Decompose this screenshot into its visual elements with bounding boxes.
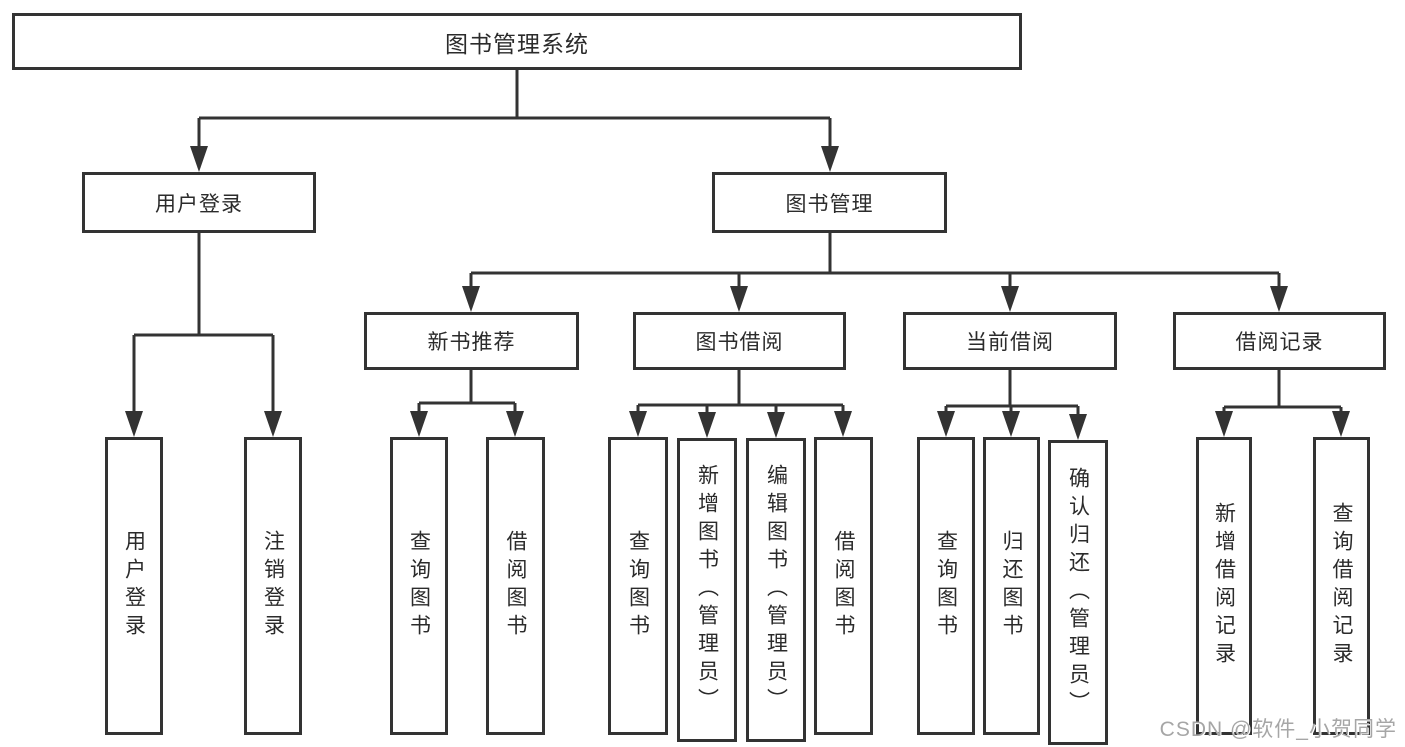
node-add-book-admin-label: 新增图书（管理员） [695,464,719,716]
node-user-login: 用户登录 [82,172,316,233]
node-query-borrow-record: 查询借阅记录 [1313,437,1370,735]
node-leaf-user-login: 用户登录 [105,437,163,735]
tree-branch-lines [132,70,1343,436]
node-query-borrow-record-label: 查询借阅记录 [1330,502,1353,670]
node-borrow-book: 借阅图书 [814,437,873,735]
node-rec-borrow-book-label: 借阅图书 [504,530,527,642]
node-return-book: 归还图书 [983,437,1040,735]
node-add-book-admin: 新增图书（管理员） [677,438,737,742]
node-borrowing-records-label: 借阅记录 [1235,331,1324,354]
node-leaf-logout-label: 注销登录 [261,530,285,642]
node-rec-query-book: 查询图书 [390,437,448,735]
node-return-book-label: 归还图书 [1000,530,1023,642]
node-library-system-label: 图书管理系统 [445,30,589,57]
node-leaf-user-login-label: 用户登录 [122,530,146,642]
node-new-book-recommend-label: 新书推荐 [427,331,516,354]
node-rec-borrow-book: 借阅图书 [486,437,545,735]
node-library-system: 图书管理系统 [12,13,1022,70]
node-book-borrowing-label: 图书借阅 [695,331,784,354]
node-edit-book-admin: 编辑图书（管理员） [746,438,806,742]
node-borrow-query-book: 查询图书 [608,437,668,735]
node-leaf-logout: 注销登录 [244,437,302,735]
node-book-management-label: 图书管理 [785,192,874,216]
arrowhead-icons [125,146,1350,440]
node-user-login-label: 用户登录 [155,192,243,216]
node-current-query-book: 查询图书 [917,437,975,735]
node-confirm-return-admin-label: 确认归还（管理员） [1066,466,1090,719]
csdn-watermark: CSDN @软件_小贺同学 [1159,718,1397,741]
node-new-book-recommend: 新书推荐 [364,312,579,370]
node-book-management: 图书管理 [712,172,947,233]
node-confirm-return-admin: 确认归还（管理员） [1048,440,1108,745]
node-borrow-book-label: 借阅图书 [832,530,855,642]
node-add-borrow-record-label: 新增借阅记录 [1212,502,1236,670]
node-rec-query-book-label: 查询图书 [407,530,431,642]
node-current-borrowing-label: 当前借阅 [966,331,1054,354]
node-edit-book-admin-label: 编辑图书（管理员） [764,464,788,716]
node-current-query-book-label: 查询图书 [934,530,958,642]
node-add-borrow-record: 新增借阅记录 [1196,437,1252,735]
node-book-borrowing: 图书借阅 [633,312,846,370]
node-current-borrowing: 当前借阅 [903,312,1117,370]
node-borrow-query-book-label: 查询图书 [626,530,650,642]
node-borrowing-records: 借阅记录 [1173,312,1386,370]
